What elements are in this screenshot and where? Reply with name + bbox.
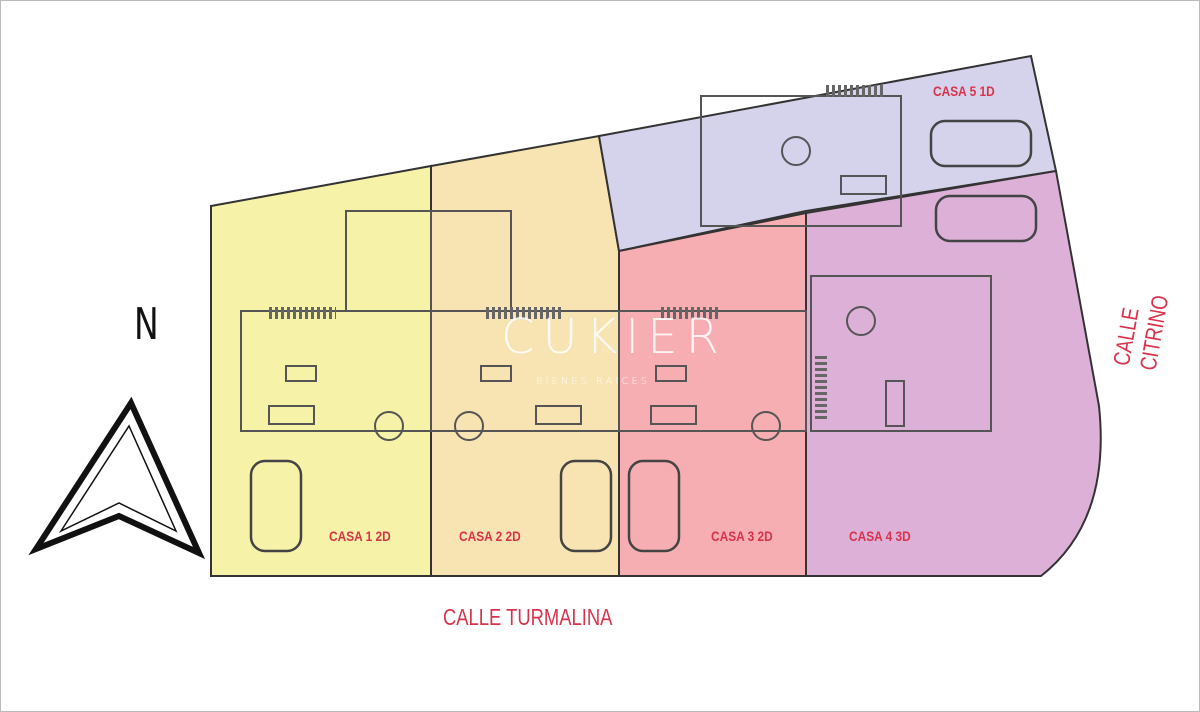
lot-label-casa-1: CASA 1 2D (329, 528, 391, 544)
lot-casa-4 (805, 169, 1102, 577)
lot-label-casa-4: CASA 4 3D (849, 528, 911, 544)
car-icons (249, 119, 1038, 553)
street-label-turmalina: CALLE TURMALINA (443, 604, 613, 630)
north-label: N (134, 299, 159, 350)
watermark-tagline: BIENES RAICES (536, 376, 651, 387)
watermark-brand: CUKIER (501, 309, 727, 365)
lot-label-casa-3: CASA 3 2D (711, 528, 773, 544)
lot-label-casa-2: CASA 2 2D (459, 528, 521, 544)
lot-label-casa-5: CASA 5 1D (933, 83, 995, 99)
north-arrow-icon (28, 396, 206, 560)
lot-casa-1 (210, 164, 432, 577)
lot-casa-3 (618, 211, 807, 577)
floor-plan-details (240, 85, 992, 441)
